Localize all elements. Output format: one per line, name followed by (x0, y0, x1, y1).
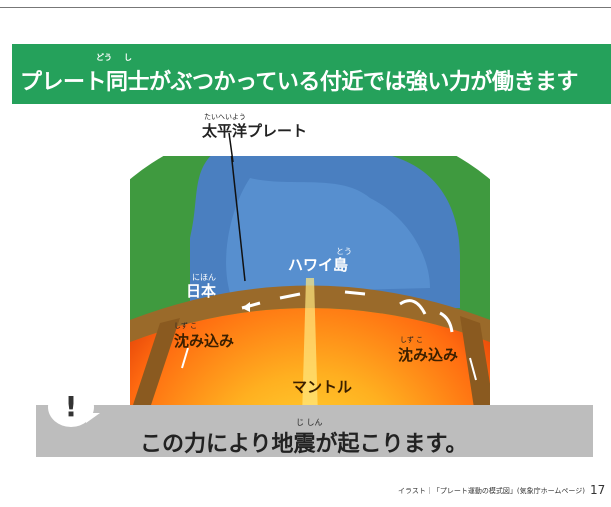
headline-ruby-shi: し (124, 53, 132, 62)
headline-ruby-do: どう (96, 53, 112, 62)
page-number: 17 (590, 483, 606, 497)
headline-bar (12, 44, 611, 104)
image-credit: イラスト｜「プレート運動の模式図」(気象庁ホームページ) (398, 487, 585, 495)
hawaii-label: ハワイ島 (288, 256, 349, 274)
japan-label: 日本 (186, 282, 217, 300)
headline-title: プレート同士がぶつかっている付近では強い力が働きます (20, 70, 578, 95)
pacific-plate-label: 太平洋プレート (202, 122, 308, 140)
callout-box (36, 405, 593, 457)
callout-ruby: じ しん (296, 418, 323, 427)
japan-ruby: にほん (192, 273, 216, 282)
callout-text: この力により地震が起こります。 (140, 432, 468, 457)
mantle-label: マントル (292, 378, 353, 396)
sink-left-label: 沈み込み (174, 332, 235, 350)
speech-bubble-tail (86, 413, 100, 423)
exclamation-icon: ! (48, 387, 94, 427)
plate-diagram-illustration (130, 132, 490, 418)
sink-right-label: 沈み込み (398, 346, 459, 364)
top-rule (0, 7, 611, 8)
hawaii-ruby: とう (336, 247, 352, 256)
sink-left-ruby: しず こ (174, 322, 198, 330)
plate-diagram: たいへいよう 太平洋プレート にほん 日本 とう ハワイ島 しず こ 沈み込み … (130, 113, 490, 418)
pacific-plate-ruby: たいへいよう (204, 113, 246, 121)
sink-right-ruby: しず こ (400, 336, 424, 344)
